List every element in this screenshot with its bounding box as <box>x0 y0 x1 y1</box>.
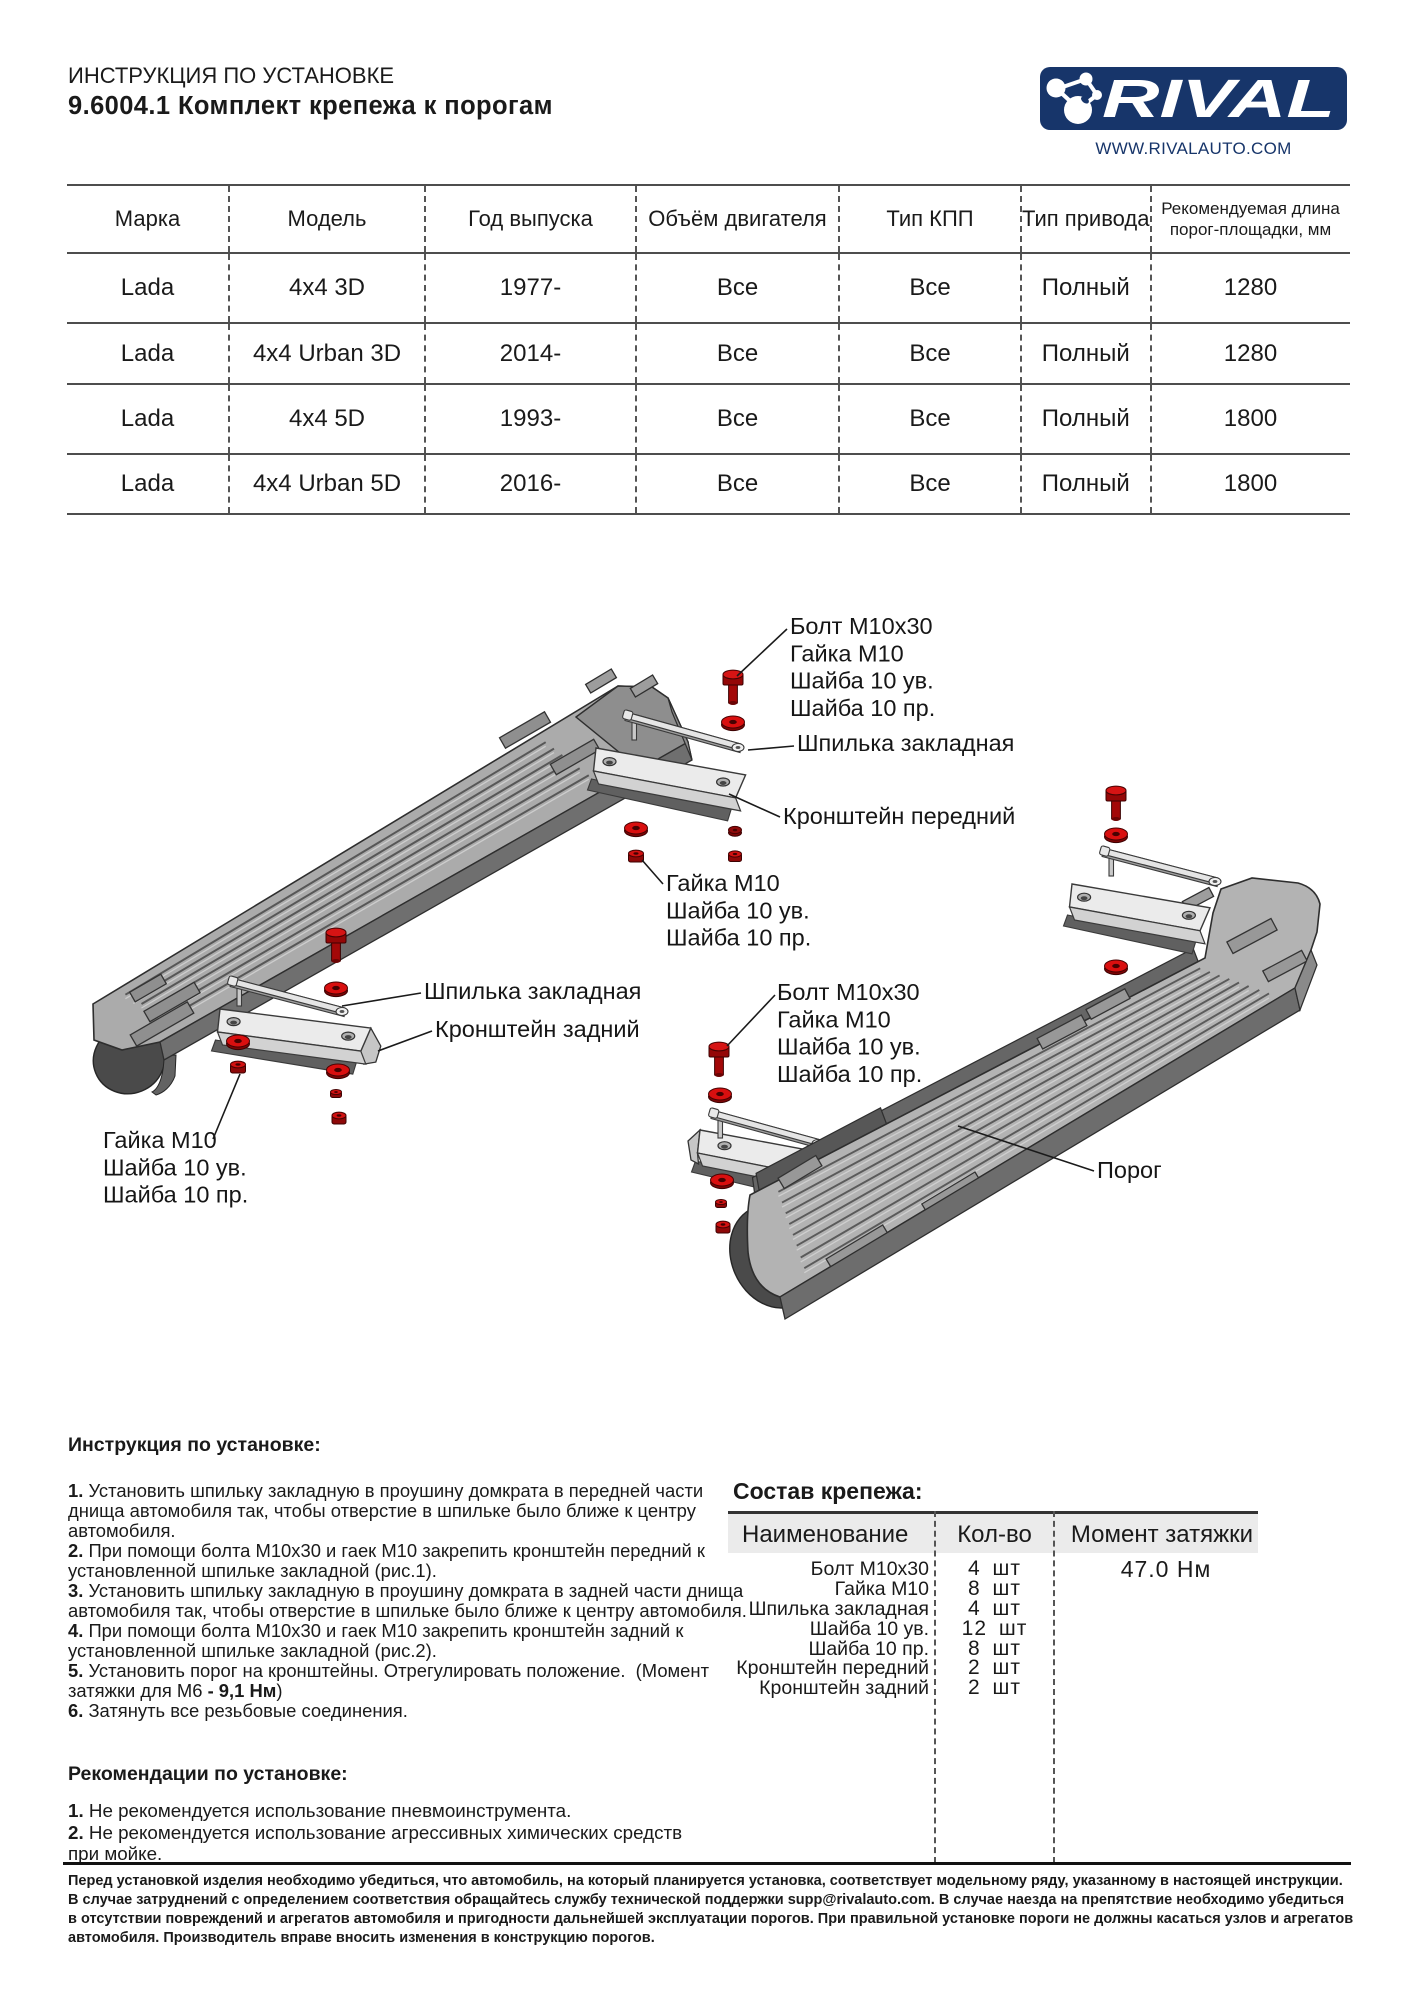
svg-text:Шайба 10 пр.: Шайба 10 пр. <box>790 695 935 721</box>
svg-text:Кронштейн передний: Кронштейн передний <box>783 803 1015 829</box>
svg-text:Шайба 10 ув.: Шайба 10 ув. <box>790 668 934 694</box>
svg-text:Шайба 10 ув.: Шайба 10 ув. <box>777 1034 921 1060</box>
svg-text:Гайка М10: Гайка М10 <box>777 1006 891 1032</box>
svg-text:RIVAL: RIVAL <box>1102 69 1335 129</box>
svg-text:Болт М10х30: Болт М10х30 <box>790 613 933 639</box>
svg-text:Шайба 10 пр.: Шайба 10 пр. <box>777 1061 922 1087</box>
svg-text:Шпилька закладная: Шпилька закладная <box>797 730 1014 756</box>
svg-text:Шайба 10 пр.: Шайба 10 пр. <box>666 925 811 951</box>
svg-text:Болт М10х30: Болт М10х30 <box>777 979 920 1005</box>
svg-text:Шайба 10 пр.: Шайба 10 пр. <box>103 1182 248 1208</box>
svg-text:Шайба 10 ув.: Шайба 10 ув. <box>666 897 810 923</box>
svg-text:Гайка М10: Гайка М10 <box>666 870 780 896</box>
svg-text:Порог: Порог <box>1097 1157 1162 1183</box>
svg-text:Гайка М10: Гайка М10 <box>103 1127 217 1153</box>
svg-text:Шайба 10 ув.: Шайба 10 ув. <box>103 1154 247 1180</box>
svg-text:Гайка М10: Гайка М10 <box>790 640 904 666</box>
svg-text:Кронштейн задний: Кронштейн задний <box>435 1016 640 1042</box>
svg-text:Шпилька закладная: Шпилька закладная <box>424 978 641 1004</box>
